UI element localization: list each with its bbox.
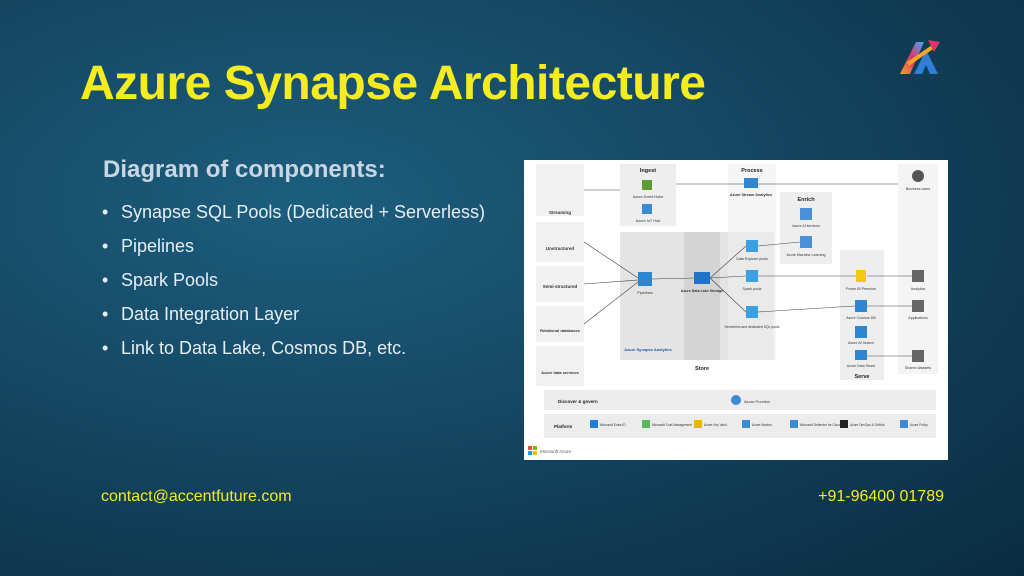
list-item: •Spark Pools [102, 270, 219, 290]
svg-text:Unstructured: Unstructured [546, 246, 575, 251]
power-bi-icon [856, 270, 866, 282]
list-item: •Link to Data Lake, Cosmos DB, etc. [102, 338, 407, 358]
sql-pools-icon [746, 306, 758, 318]
svg-text:Data Explorer pools: Data Explorer pools [736, 257, 768, 261]
azure-data-services-box [536, 346, 584, 386]
svg-text:Azure Monitor: Azure Monitor [752, 423, 773, 427]
svg-text:Relational databases: Relational databases [540, 328, 581, 333]
iot-hub-icon [642, 204, 652, 214]
svg-text:Analytics: Analytics [911, 287, 926, 291]
purview-icon [731, 395, 741, 405]
serve-section [840, 250, 884, 380]
svg-text:Azure Synapse Analytics: Azure Synapse Analytics [624, 347, 672, 352]
svg-text:Store: Store [695, 366, 709, 372]
svg-text:Azure Key Vault: Azure Key Vault [704, 423, 727, 427]
svg-text:Applications: Applications [908, 316, 928, 320]
svg-text:Azure IoT Hub: Azure IoT Hub [636, 219, 660, 223]
svg-text:Ingest: Ingest [640, 168, 656, 174]
svg-text:Azure DevOps & GitHub: Azure DevOps & GitHub [850, 423, 885, 427]
svg-text:Azure Policy: Azure Policy [910, 423, 928, 427]
monitor-icon [742, 420, 750, 428]
contact-email: contact@accentfuture.com [101, 488, 292, 505]
svg-text:Spark pools: Spark pools [743, 287, 762, 291]
policy-icon [900, 420, 908, 428]
platform-items: Microsoft Entra ID Microsoft Cost Manage… [590, 420, 928, 428]
unstructured-source-box [536, 222, 584, 262]
section-subtitle: Diagram of components: [103, 156, 386, 183]
svg-text:Azure data services: Azure data services [541, 370, 579, 375]
component-list: •Synapse SQL Pools (Dedicated + Serverle… [102, 199, 485, 369]
svg-text:Discover & govern: Discover & govern [558, 399, 598, 404]
list-item: •Pipelines [102, 236, 195, 256]
cost-management-icon [642, 420, 650, 428]
svg-text:Azure Data Lake Storage: Azure Data Lake Storage [681, 289, 723, 293]
svg-text:Azure Stream Analytics: Azure Stream Analytics [730, 193, 772, 197]
list-item: •Data Integration Layer [102, 304, 300, 324]
svg-text:Azure Machine Learning: Azure Machine Learning [787, 253, 826, 257]
ai-services-icon [800, 208, 812, 220]
svg-text:Microsoft Entra ID: Microsoft Entra ID [600, 423, 626, 427]
pipelines-icon [638, 272, 652, 286]
svg-text:Semi-structured: Semi-structured [543, 284, 578, 289]
page-title: Azure Synapse Architecture [80, 57, 706, 110]
svg-text:Enrich: Enrich [797, 197, 815, 203]
svg-text:Microsoft Defender for Cloud: Microsoft Defender for Cloud [800, 423, 841, 427]
svg-text:Microsoft Azure: Microsoft Azure [540, 449, 572, 454]
analytics-icon [912, 270, 924, 282]
event-hubs-icon [642, 180, 652, 190]
svg-text:Business users: Business users [906, 187, 931, 191]
semi-structured-source-box [536, 266, 584, 302]
svg-text:Shared datasets: Shared datasets [905, 366, 931, 370]
streaming-source-box [536, 164, 584, 216]
data-lake-icon [694, 272, 710, 284]
svg-text:Azure Data Share: Azure Data Share [847, 364, 876, 368]
accentfuture-logo-icon [900, 40, 940, 74]
ai-search-icon [855, 326, 867, 338]
data-explorer-icon [746, 240, 758, 252]
store-column [684, 232, 720, 360]
svg-text:Azure Event Hubs: Azure Event Hubs [633, 195, 664, 199]
data-share-icon [855, 350, 867, 360]
key-vault-icon [694, 420, 702, 428]
list-item: •Synapse SQL Pools (Dedicated + Serverle… [102, 202, 486, 222]
platform-bar [544, 414, 936, 438]
entra-id-icon [590, 420, 598, 428]
applications-icon [912, 300, 924, 312]
svg-text:Azure AI Search: Azure AI Search [848, 341, 874, 345]
svg-text:Azure Cosmos DB: Azure Cosmos DB [846, 316, 876, 320]
svg-text:Power BI Premium: Power BI Premium [846, 287, 876, 291]
business-users-icon [912, 170, 924, 182]
defender-icon [790, 420, 798, 428]
microsoft-logo-icon [528, 446, 537, 455]
spark-pools-icon [746, 270, 758, 282]
machine-learning-icon [800, 236, 812, 248]
relational-source-box [536, 306, 584, 342]
svg-text:Serverless and dedicated SQL p: Serverless and dedicated SQL pools [725, 325, 780, 329]
ingest-section [620, 164, 676, 226]
consumers-column [898, 164, 938, 374]
enrich-section [780, 192, 832, 264]
svg-text:Streaming: Streaming [549, 210, 571, 215]
connector-lines [583, 183, 912, 357]
svg-text:Pipelines: Pipelines [637, 291, 653, 295]
devops-github-icon [840, 420, 848, 428]
svg-text:Process: Process [741, 168, 762, 174]
stream-analytics-icon [744, 178, 758, 188]
architecture-diagram: Streaming Unstructured Semi-structured R… [524, 160, 948, 460]
contact-phone: +91-96400 01789 [818, 488, 944, 505]
shared-datasets-icon [912, 350, 924, 362]
svg-text:Platform: Platform [554, 424, 572, 429]
svg-text:Azure Purview: Azure Purview [744, 399, 770, 404]
process-section [728, 164, 776, 360]
cosmos-db-icon [855, 300, 867, 312]
svg-text:Microsoft Cost Management: Microsoft Cost Management [652, 423, 692, 427]
svg-text:Serve: Serve [855, 374, 870, 380]
svg-text:Azure AI services: Azure AI services [792, 224, 820, 228]
